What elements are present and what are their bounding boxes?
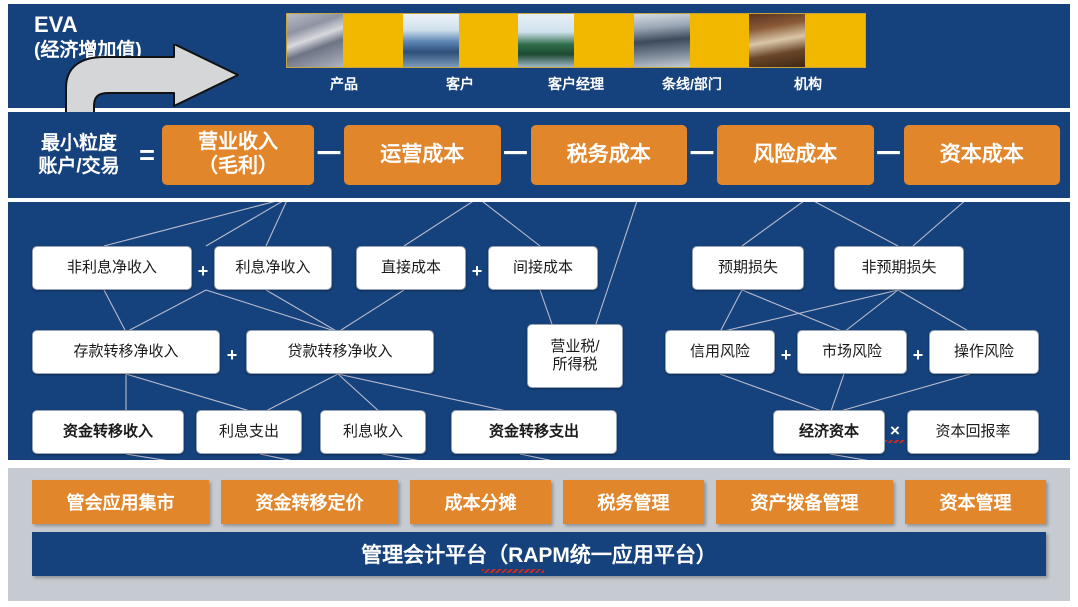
term-tax-cost[interactable]: 税务成本 <box>530 125 687 185</box>
detail-interest-income[interactable]: 利息收入 <box>320 410 426 454</box>
operator-plus-row1-2: + <box>471 261 483 281</box>
platform-band: 管会应用集市 资金转移定价 成本分摊 税务管理 资产拨备管理 资本管理 管理会计… <box>8 468 1070 601</box>
app-chip-tax-management[interactable]: 税务管理 <box>563 480 704 524</box>
eva-title-main: EVA <box>34 12 78 37</box>
operator-plus-row2-1: + <box>226 345 238 365</box>
detail-business-income-tax-line1: 营业税/ <box>550 338 600 355</box>
dimension-photo-1 <box>402 14 519 67</box>
dimension-photo-3 <box>633 14 750 67</box>
dimension-label-line-dept: 条线/部门 <box>662 76 722 92</box>
operator-minus-2: － <box>500 138 531 171</box>
operator-times-glyph: × <box>890 421 900 440</box>
operator-minus-4: － <box>873 138 904 171</box>
detail-indirect-cost[interactable]: 间接成本 <box>488 246 598 290</box>
operator-plus-row2-3: + <box>912 345 924 365</box>
formula-row: 最小粒度 账户/交易 = 营业收入 （毛利） － 运营成本 － 税务成本 － 风… <box>26 112 1060 198</box>
detail-expected-loss[interactable]: 预期损失 <box>692 246 804 290</box>
platform-bar-label: 管理会计平台（RAPM统一应用平台） <box>361 544 717 567</box>
detail-economic-capital[interactable]: 经济资本 <box>773 410 885 454</box>
platform-bar: 管理会计平台（RAPM统一应用平台） <box>32 532 1046 576</box>
account-manager-photo <box>518 14 576 67</box>
operator-minus-3: － <box>687 138 717 171</box>
app-chip-capital-management[interactable]: 资本管理 <box>905 480 1046 524</box>
eva-title-sub: (经济增加值) <box>34 39 142 61</box>
term-operating-revenue-line1: 营业收入 <box>198 131 278 154</box>
detail-capital-return-rate[interactable]: 资本回报率 <box>907 410 1039 454</box>
dimension-label-manager: 客户经理 <box>548 76 604 92</box>
spellcheck-squiggle <box>885 440 905 443</box>
detail-unexpected-loss[interactable]: 非预期损失 <box>834 246 964 290</box>
application-chip-row: 管会应用集市 资金转移定价 成本分摊 税务管理 资产拨备管理 资本管理 <box>32 480 1046 524</box>
decomposition-band: 非利息净收入 + 利息净收入 直接成本 + 间接成本 预期损失 非预期损失 存款… <box>8 202 1070 460</box>
term-operating-revenue[interactable]: 营业收入 （毛利） <box>162 125 314 185</box>
detail-interest-expense[interactable]: 利息支出 <box>196 410 302 454</box>
institution-photo <box>749 14 807 67</box>
detail-credit-risk[interactable]: 信用风险 <box>665 330 775 374</box>
platform-spellcheck-squiggle <box>482 569 545 573</box>
dimension-photo-strip <box>286 13 866 68</box>
term-operating-revenue-line2: （毛利） <box>198 155 278 177</box>
operator-equals: = <box>139 139 155 170</box>
product-photo <box>287 14 344 67</box>
dimension-photo-0 <box>287 14 403 67</box>
term-operating-cost[interactable]: 运营成本 <box>344 125 501 185</box>
dimension-labels: 产品 客户 客户经理 条线/部门 机构 <box>286 74 866 94</box>
detail-operational-risk[interactable]: 操作风险 <box>929 330 1039 374</box>
app-chip-ftp[interactable]: 资金转移定价 <box>221 480 398 524</box>
dimension-label-institution: 机构 <box>794 76 822 92</box>
customer-photo <box>402 14 460 67</box>
detail-market-risk[interactable]: 市场风险 <box>797 330 907 374</box>
detail-ftp-expense[interactable]: 资金转移支出 <box>451 410 617 454</box>
granularity-label-line2: 账户/交易 <box>38 156 120 177</box>
detail-ftp-income[interactable]: 资金转移收入 <box>32 410 184 454</box>
detail-direct-cost[interactable]: 直接成本 <box>356 246 466 290</box>
detail-business-income-tax[interactable]: 营业税/ 所得税 <box>527 324 623 388</box>
detail-business-income-tax-line2: 所得税 <box>552 356 598 373</box>
operator-plus-row2-2: + <box>780 345 792 365</box>
dimension-label-customer: 客户 <box>446 76 474 92</box>
business-line-photo <box>633 14 691 67</box>
operator-minus-1: － <box>314 138 344 171</box>
eva-formula-band: 最小粒度 账户/交易 = 营业收入 （毛利） － 运营成本 － 税务成本 － 风… <box>8 112 1070 198</box>
term-risk-cost[interactable]: 风险成本 <box>717 125 874 185</box>
operator-plus-row1-1: + <box>197 261 209 281</box>
app-chip-mgmt-accounting-market[interactable]: 管会应用集市 <box>32 480 209 524</box>
eva-title: EVA (经济增加值) <box>34 12 142 62</box>
dimensions-band: EVA (经济增加值) 产品 客户 客户经理 条线/部门 <box>8 4 1070 108</box>
operator-times-row3: × <box>885 422 905 443</box>
detail-non-interest-net-income[interactable]: 非利息净收入 <box>32 246 192 290</box>
dimension-label-product: 产品 <box>330 76 358 92</box>
granularity-label: 最小粒度 账户/交易 <box>26 132 132 178</box>
dimension-photo-2 <box>518 14 634 67</box>
detail-deposit-transfer-net-income[interactable]: 存款转移净收入 <box>32 330 220 374</box>
detail-loan-transfer-net-income[interactable]: 贷款转移净收入 <box>246 330 434 374</box>
dimension-photo-4 <box>749 14 865 67</box>
granularity-label-line1: 最小粒度 <box>40 132 117 154</box>
term-capital-cost[interactable]: 资本成本 <box>903 125 1060 185</box>
detail-interest-net-income[interactable]: 利息净收入 <box>214 246 332 290</box>
platform-bar-inner: 管理会计平台（RAPM统一应用平台） <box>361 539 717 573</box>
app-chip-cost-allocation[interactable]: 成本分摊 <box>410 480 551 524</box>
app-chip-asset-provision-management[interactable]: 资产拨备管理 <box>716 480 893 524</box>
